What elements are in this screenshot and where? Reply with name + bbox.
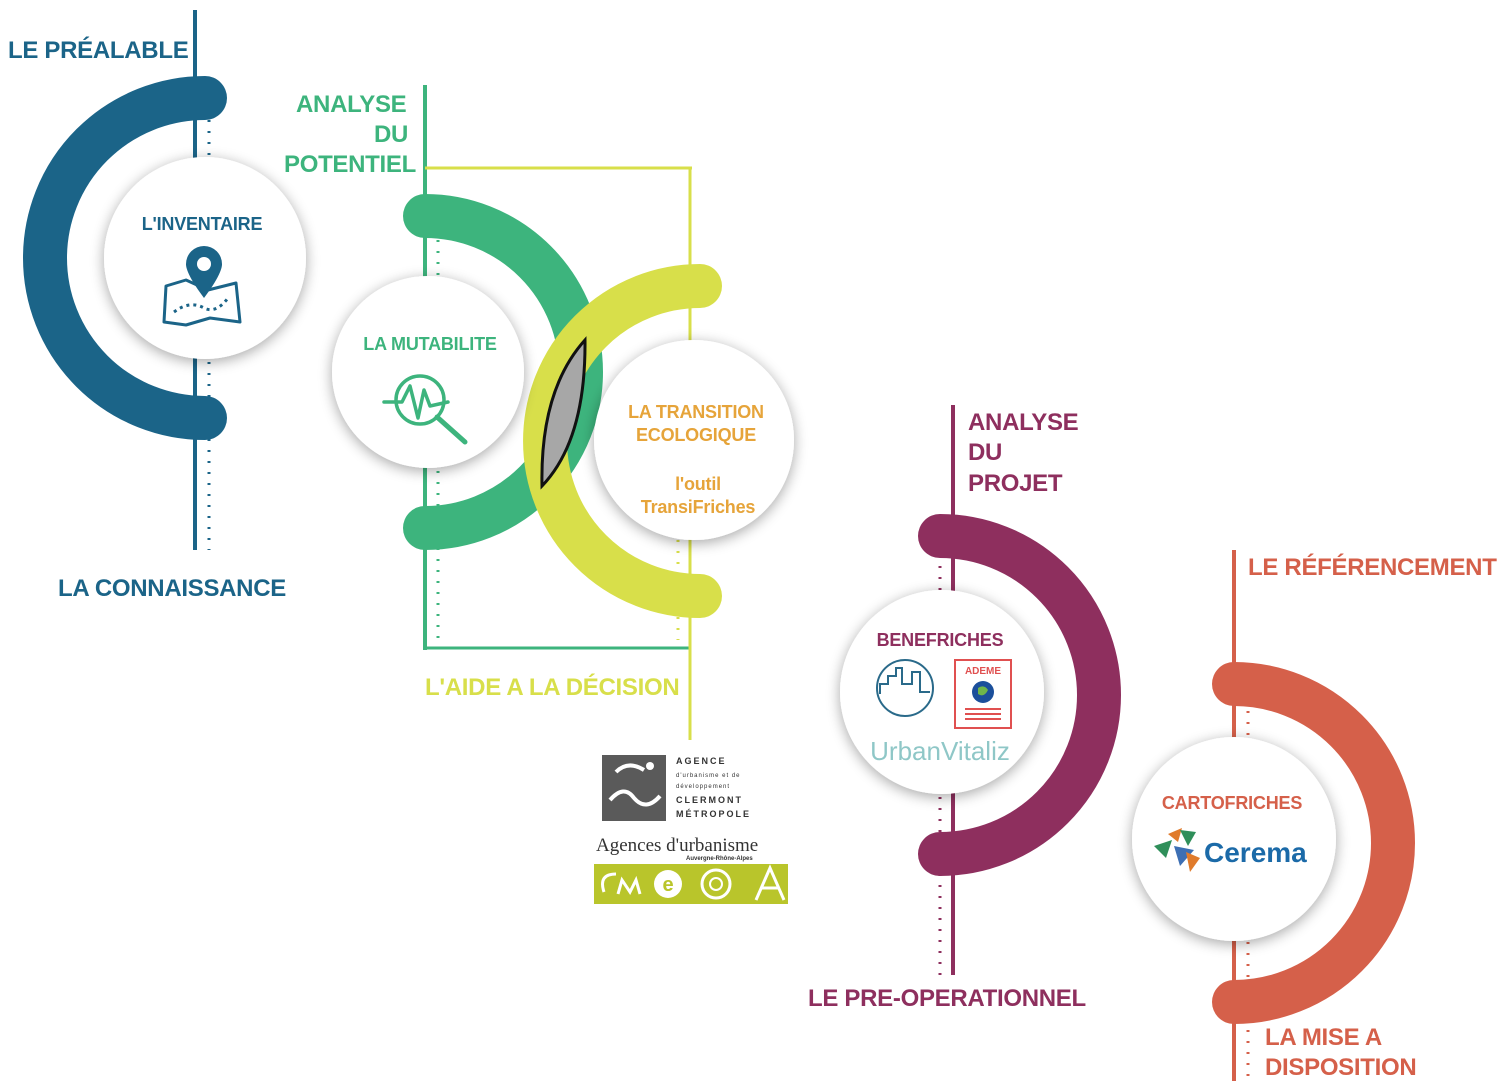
mutabilite-node xyxy=(332,276,524,468)
agence-line-1: AGENCE xyxy=(676,756,727,766)
phase2-bottom-label: L'AIDE A LA DÉCISION xyxy=(425,673,679,701)
phase4-top-label: LE RÉFÉRENCEMENT xyxy=(1248,553,1497,581)
cartofriches-node xyxy=(1132,737,1336,941)
cartofriches-arc xyxy=(1212,662,1415,1024)
agence-line-5: MÉTROPOLE xyxy=(676,809,751,819)
phase2-top-label-1: ANALYSE xyxy=(296,91,407,118)
agence-line-2: d'urbanisme et de xyxy=(676,773,741,779)
phase3-top-label-2: DU xyxy=(968,439,1002,466)
phase-prealable: LE PRÉALABLE LA CONNAISSANCE L'INVENTAIR… xyxy=(8,10,306,602)
transifriches-label-1: l'outil xyxy=(675,474,721,494)
phase4-bottom-label-2: DISPOSITION xyxy=(1265,1054,1416,1081)
benefriches-label: BENEFRICHES xyxy=(877,630,1004,650)
phase1-top-label: LE PRÉALABLE xyxy=(8,36,189,64)
mutabilite-label: LA MUTABILITE xyxy=(363,334,497,354)
intersection-lens xyxy=(540,336,587,490)
ademe-text: ADEME xyxy=(965,666,1001,677)
phase-analyse-potentiel: ANALYSE DU POTENTIEL L'AIDE A LA DÉCISIO… xyxy=(284,85,794,740)
agence-clermont-logo: AGENCE d'urbanisme et de développement C… xyxy=(602,755,751,821)
benefriches-arc xyxy=(918,514,1121,876)
phase3-top-label-3: PROJET xyxy=(968,470,1063,497)
inventaire-label: L'INVENTAIRE xyxy=(142,214,263,234)
agences-urbanisme-logo: Agences d'urbanisme Auvergne-Rhône-Alpes… xyxy=(594,835,788,904)
agences-logos: AGENCE d'urbanisme et de développement C… xyxy=(594,755,788,904)
map-pin-icon xyxy=(162,246,242,327)
agence-line-3: développement xyxy=(676,784,730,790)
urban-skyline-icon xyxy=(876,659,934,717)
phase2-top-label-2: DU xyxy=(374,121,408,148)
svg-text:e: e xyxy=(662,874,673,896)
transition-label-2: ECOLOGIQUE xyxy=(636,425,756,445)
transifriches-label-2: TransiFriches xyxy=(641,497,756,517)
cartofriches-label: CARTOFRICHES xyxy=(1162,793,1302,813)
phase1-bottom-label: LA CONNAISSANCE xyxy=(58,575,286,602)
cerema-text: Cerema xyxy=(1204,837,1307,868)
phase2-top-label-3: POTENTIEL xyxy=(284,151,416,178)
ademe-logo: ADEME xyxy=(954,659,1012,729)
phase-analyse-projet: ANALYSE DU PROJET LE PRE-OPERATIONNEL BE… xyxy=(808,405,1121,1012)
phase3-bottom-label: LE PRE-OPERATIONNEL xyxy=(808,985,1086,1012)
phase1-arc xyxy=(23,76,227,440)
phase-referencement: LE RÉFÉRENCEMENT LA MISE A DISPOSITION C… xyxy=(1132,550,1497,1081)
benefriches-node xyxy=(840,590,1044,794)
transition-node xyxy=(594,340,794,540)
phase3-top-label-1: ANALYSE xyxy=(968,409,1079,436)
urbanvitaliz-logo: UrbanVitaliz xyxy=(870,736,1010,766)
agences-sub: Auvergne-Rhône-Alpes xyxy=(686,856,753,862)
transition-label-1: LA TRANSITION xyxy=(628,402,764,422)
cerema-logo: Cerema xyxy=(1154,828,1307,872)
agence-line-4: CLERMONT xyxy=(676,795,743,805)
magnifier-pulse-icon xyxy=(382,374,468,445)
phase4-bottom-label-1: LA MISE A xyxy=(1265,1024,1382,1051)
agences-title: Agences d'urbanisme xyxy=(596,835,758,856)
